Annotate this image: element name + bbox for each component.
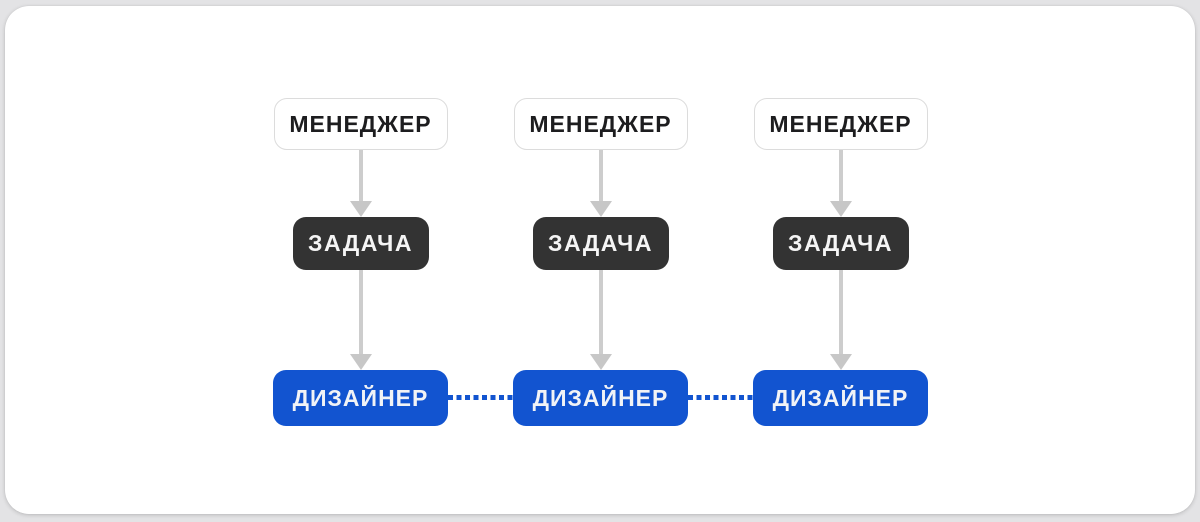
- down-arrow-icon: [349, 270, 373, 370]
- manager-label: МЕНЕДЖЕР: [289, 110, 432, 137]
- task-node: ЗАДАЧА: [532, 217, 669, 270]
- arrow-line: [598, 150, 603, 201]
- down-arrow-icon: [349, 150, 373, 217]
- down-arrow-icon: [829, 150, 853, 217]
- manager-node: МЕНЕДЖЕР: [513, 98, 688, 150]
- designer-node: ДИЗАЙНЕР: [513, 370, 688, 426]
- dotted-connector: [448, 395, 513, 400]
- workflow-column-3: МЕНЕДЖЕР ЗАДАЧА ДИЗАЙНЕР: [753, 98, 928, 426]
- arrow-line: [358, 270, 363, 354]
- diagram-card: МЕНЕДЖЕР ЗАДАЧА ДИЗАЙНЕР МЕНЕДЖЕР: [5, 6, 1195, 514]
- arrow-line: [358, 150, 363, 201]
- task-node: ЗАДАЧА: [772, 217, 909, 270]
- designer-node: ДИЗАЙНЕР: [273, 370, 448, 426]
- down-arrow-icon: [589, 150, 613, 217]
- designer-label: ДИЗАЙНЕР: [772, 384, 909, 411]
- workflow-column-1: МЕНЕДЖЕР ЗАДАЧА ДИЗАЙНЕР: [273, 98, 448, 426]
- manager-node: МЕНЕДЖЕР: [753, 98, 928, 150]
- manager-label: МЕНЕДЖЕР: [769, 110, 912, 137]
- designer-label: ДИЗАЙНЕР: [532, 384, 669, 411]
- designer-label: ДИЗАЙНЕР: [292, 384, 429, 411]
- arrow-head-icon: [589, 201, 612, 217]
- arrow-head-icon: [589, 354, 612, 370]
- manager-label: МЕНЕДЖЕР: [529, 110, 672, 137]
- down-arrow-icon: [589, 270, 613, 370]
- arrow-head-icon: [349, 354, 372, 370]
- down-arrow-icon: [829, 270, 853, 370]
- workflow-column-2: МЕНЕДЖЕР ЗАДАЧА ДИЗАЙНЕР: [513, 98, 688, 426]
- task-label: ЗАДАЧА: [788, 230, 893, 256]
- workflow-diagram: МЕНЕДЖЕР ЗАДАЧА ДИЗАЙНЕР МЕНЕДЖЕР: [5, 6, 1195, 514]
- designer-node: ДИЗАЙНЕР: [753, 370, 928, 426]
- task-node: ЗАДАЧА: [292, 217, 429, 270]
- arrow-line: [838, 270, 843, 354]
- arrow-head-icon: [349, 201, 372, 217]
- arrow-line: [838, 150, 843, 201]
- arrow-head-icon: [829, 354, 852, 370]
- manager-node: МЕНЕДЖЕР: [273, 98, 448, 150]
- task-label: ЗАДАЧА: [308, 230, 413, 256]
- arrow-line: [598, 270, 603, 354]
- arrow-head-icon: [829, 201, 852, 217]
- dotted-connector: [688, 395, 753, 400]
- task-label: ЗАДАЧА: [548, 230, 653, 256]
